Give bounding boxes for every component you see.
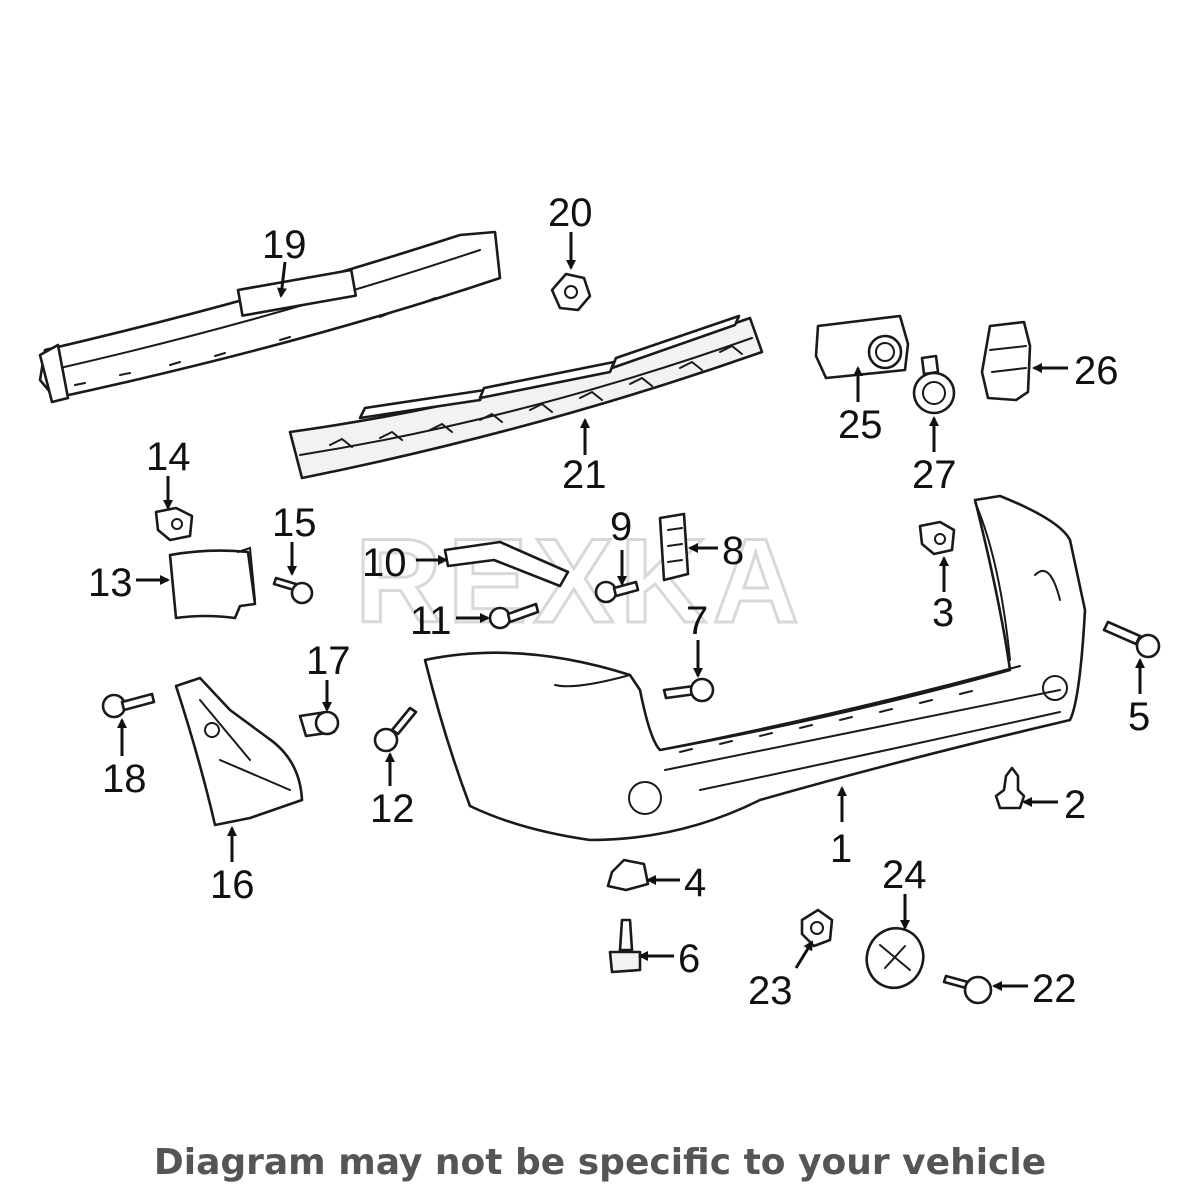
part-11-screw [488,602,540,630]
part-12-screw [373,706,418,753]
part-24-grommet [865,926,925,990]
part-1-bumper-cover [423,494,1087,842]
callout-1: 1 [830,827,852,871]
part-10-bracket [443,540,570,588]
part-4-clip [606,858,650,892]
callout-24: 24 [882,853,927,897]
callout-15: 15 [272,501,317,545]
callout-25: 25 [838,403,883,447]
part-14-clip [154,506,194,542]
part-2-clip [994,766,1026,810]
callout-10: 10 [362,541,407,585]
part-23-nut [800,908,834,948]
part-13-pad [168,546,257,620]
callout-26: 26 [1074,349,1119,393]
part-21-energy-absorber [288,314,764,480]
callout-labels: 19 20 21 25 27 26 14 13 15 10 9 8 11 3 5… [88,191,1150,1013]
callout-27: 27 [912,453,957,497]
part-9-screw [594,580,640,604]
part-16-mud-flap [174,676,304,827]
callout-7: 7 [686,599,708,643]
part-27-sensor-retainer [912,354,956,415]
callout-12: 12 [370,787,415,831]
callout-20: 20 [548,191,593,235]
callout-8: 8 [722,529,744,573]
callout-19: 19 [262,223,307,267]
callout-14: 14 [146,435,191,479]
callout-23: 23 [748,969,793,1013]
part-8-retainer [658,512,690,582]
part-15-screw [272,576,314,605]
part-18-bolt [101,692,156,719]
callout-17: 17 [306,639,351,683]
callout-5: 5 [1128,695,1150,739]
callout-21: 21 [562,453,607,497]
callout-2: 2 [1064,783,1086,827]
part-7-push-pin [662,677,715,703]
callout-6: 6 [678,937,700,981]
watermark-text: REXKA [355,514,805,648]
part-25-parking-sensor [814,314,910,380]
callout-3: 3 [932,591,954,635]
disclaimer-text: Diagram may not be specific to your vehi… [153,1142,1047,1183]
part-3-clip [918,520,956,556]
part-6-screw [608,918,642,974]
callout-18: 18 [102,757,147,801]
part-22-pin [942,974,993,1005]
callout-16: 16 [210,863,255,907]
part-20-nut [550,272,592,312]
callout-13: 13 [88,561,133,605]
callout-9: 9 [610,505,632,549]
part-17-nut [298,710,340,738]
part-26-sensor-bracket [980,320,1032,402]
part-19-reinforcement-bar [38,230,502,404]
leader-lines [117,232,1145,991]
callout-4: 4 [684,861,706,905]
part-5-bolt [1102,620,1161,659]
callout-22: 22 [1032,967,1077,1011]
callout-11: 11 [410,599,452,643]
